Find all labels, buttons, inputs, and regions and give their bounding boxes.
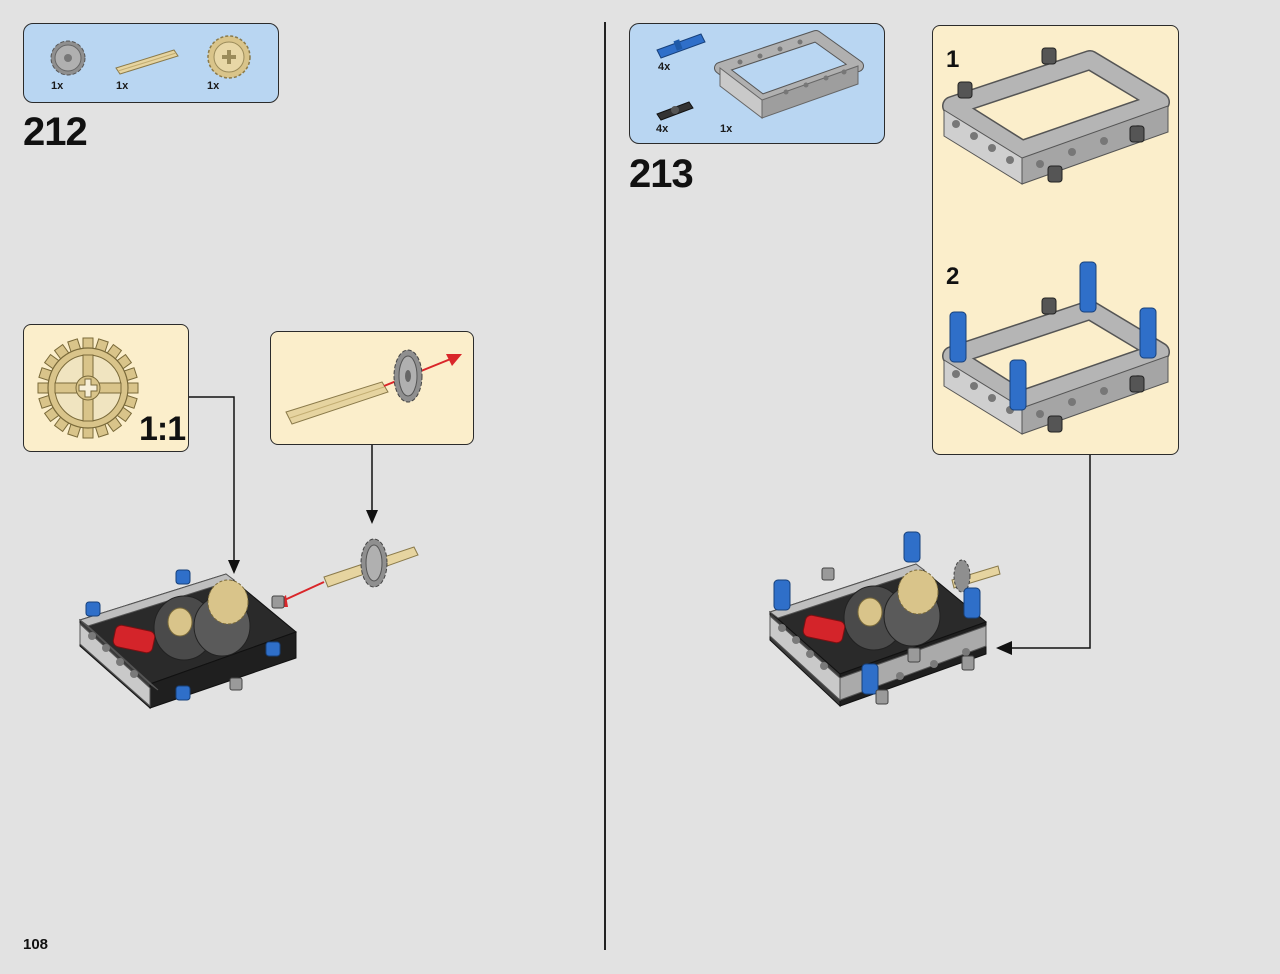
axle-gear-subassembly [285, 349, 462, 425]
gearbox-assembly-212 [78, 569, 297, 710]
part-qty: 4x [658, 61, 671, 73]
substep-number: 1 [946, 46, 960, 73]
part-qty: 1x [207, 80, 220, 92]
axle-icon [115, 49, 179, 75]
connector-lines-212 [189, 396, 378, 574]
gear-12-tooth-icon [50, 40, 86, 76]
step-number: 212 [23, 110, 88, 154]
gear-20-tooth-icon [207, 35, 251, 79]
step-number: 213 [629, 152, 694, 196]
page-number: 108 [23, 936, 49, 953]
part-qty: 1x [116, 80, 129, 92]
gearbox-assembly-213 [768, 531, 1001, 708]
scale-label: 1:1 [139, 410, 186, 448]
black-pin-icon [656, 101, 694, 121]
gear-20-tooth-icon [37, 337, 139, 439]
page-divider [604, 22, 606, 950]
substep-number: 2 [946, 263, 960, 290]
part-qty: 1x [720, 123, 733, 135]
blue-axle-pin-icon [656, 33, 706, 59]
part-qty: 1x [51, 80, 64, 92]
axle-gear-insert [272, 538, 419, 607]
frame-with-pins [942, 47, 1170, 185]
frame-with-blue-pins [942, 261, 1170, 435]
part-qty: 4x [656, 123, 669, 135]
frame-icon [714, 30, 864, 120]
